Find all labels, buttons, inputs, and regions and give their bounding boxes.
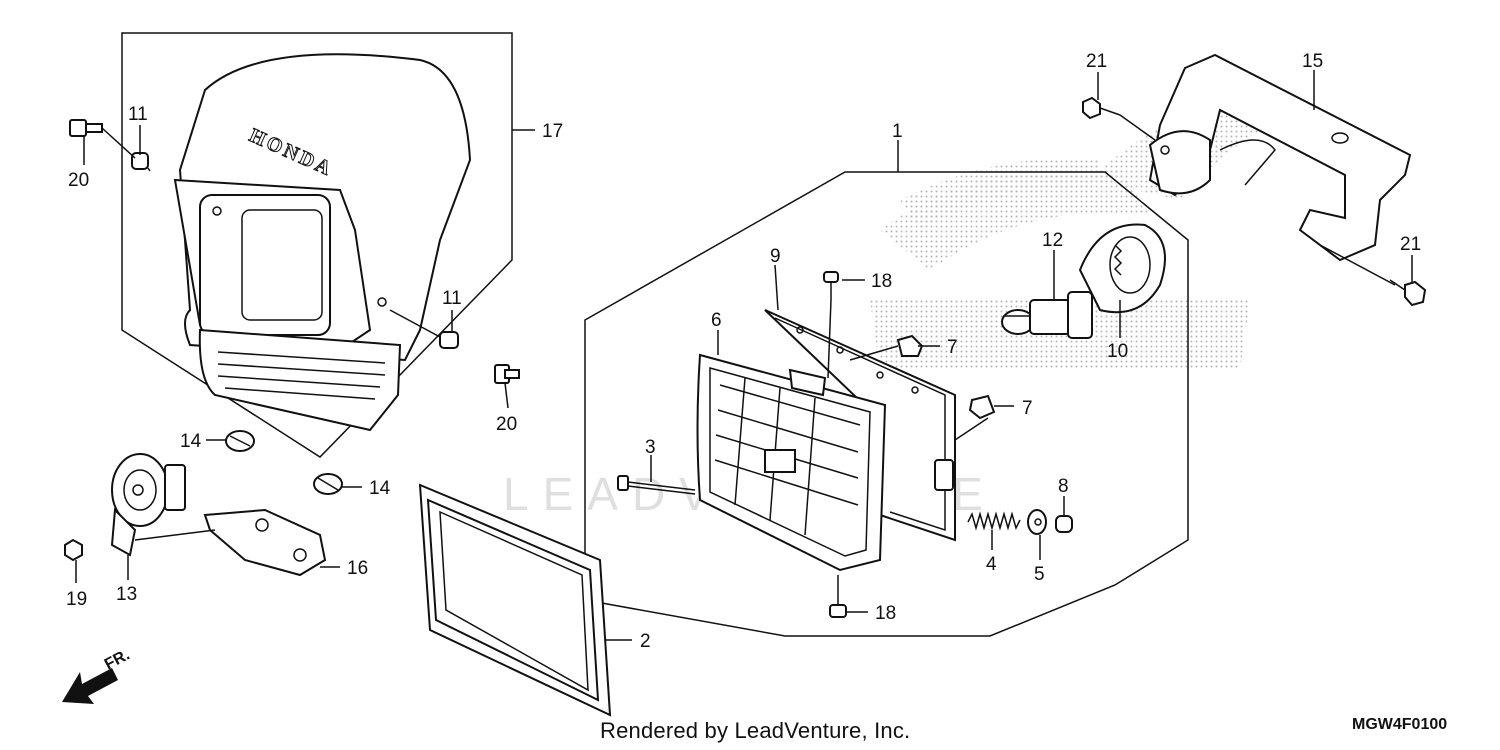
callout-6: 6	[711, 310, 722, 331]
diagram-code: MGW4F0100	[1352, 716, 1448, 733]
callout-20a: 20	[68, 170, 89, 191]
callout-10: 10	[1107, 341, 1128, 362]
callout-4: 4	[986, 554, 997, 575]
callout-7b: 7	[1022, 398, 1033, 419]
nut-7a	[849, 334, 924, 361]
callout-21a: 21	[1086, 51, 1107, 72]
callout-18a: 18	[871, 271, 892, 292]
assembly-outline-1	[584, 171, 1189, 637]
callout-16: 16	[347, 558, 368, 579]
bolt-21b	[1319, 244, 1427, 307]
callout-11b: 11	[442, 288, 462, 309]
headlight-unit-6	[696, 353, 887, 572]
headlight-stay-15	[1148, 53, 1412, 262]
screw-18a	[823, 271, 839, 379]
assembly-outline-17	[121, 32, 513, 458]
bolt-20a	[69, 119, 136, 159]
front-arrow-icon	[62, 668, 118, 704]
spring-4	[967, 511, 1021, 531]
callout-labels: 1 2 3 4 5 6 7 7 8 9 10 11 11 12 13 14 14…	[66, 51, 1421, 652]
nut-7b	[954, 394, 996, 441]
front-indicator-label: FR.	[102, 646, 133, 673]
front-direction-indicator: FR.	[62, 646, 133, 704]
horn-nut-19	[64, 538, 83, 562]
callout-17: 17	[542, 121, 563, 142]
callout-11a: 11	[128, 104, 148, 125]
grommet-11b	[389, 309, 459, 349]
callout-15: 15	[1302, 51, 1323, 72]
spring-holder-5	[1027, 509, 1047, 535]
bolt-21a	[1082, 96, 1156, 141]
callout-9: 9	[770, 246, 781, 267]
callout-14b: 14	[369, 478, 391, 499]
callout-3: 3	[645, 437, 656, 458]
rubber-14a	[225, 430, 255, 452]
render-credit: Rendered by LeadVenture, Inc.	[600, 718, 911, 743]
callout-leaders	[75, 70, 1413, 613]
horn-bracket-16	[134, 508, 327, 577]
callout-7a: 7	[947, 337, 958, 358]
callout-18b: 18	[875, 603, 896, 624]
bolt-20b	[494, 364, 520, 384]
callout-14a: 14	[180, 431, 202, 452]
callout-8: 8	[1058, 476, 1069, 497]
callout-19: 19	[66, 589, 87, 610]
callout-5: 5	[1034, 564, 1045, 585]
cap-8	[1055, 515, 1073, 533]
adjusting-screw-3	[617, 475, 696, 495]
callout-20b: 20	[496, 414, 517, 435]
callout-12: 12	[1042, 230, 1063, 251]
callout-1: 1	[892, 121, 903, 142]
callout-13: 13	[116, 584, 137, 605]
grommet-11a	[131, 152, 151, 172]
horn	[110, 453, 186, 557]
screw-18b	[829, 575, 847, 618]
rubber-14b	[313, 473, 343, 495]
callout-2: 2	[640, 631, 651, 652]
bulb-12	[1001, 291, 1093, 339]
socket-cover-10	[1078, 223, 1166, 314]
headlight-cowl: HONDA	[173, 53, 472, 432]
callout-21b: 21	[1400, 234, 1421, 255]
headlight-rim	[418, 483, 632, 717]
